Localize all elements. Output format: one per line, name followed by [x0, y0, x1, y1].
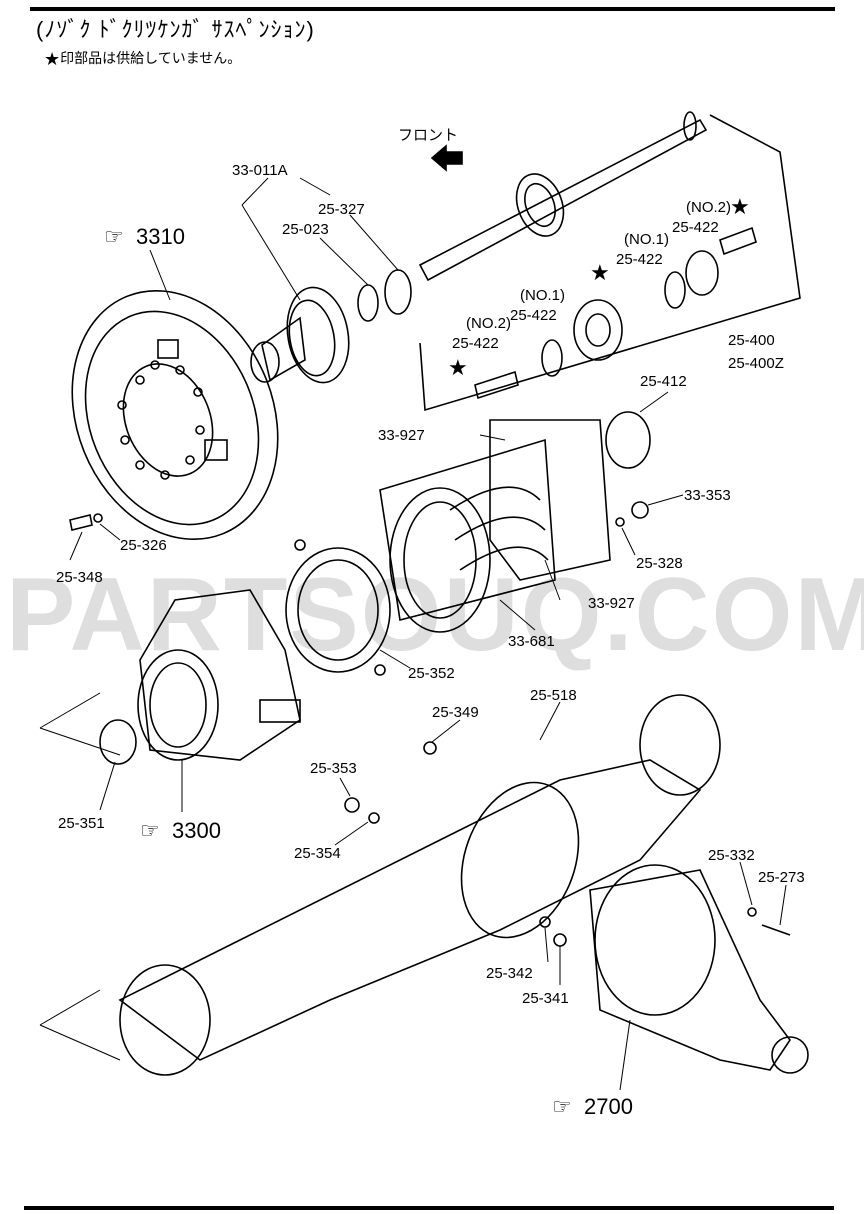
top-border-line	[30, 7, 835, 11]
kit-parts	[474, 226, 757, 400]
label-no2-mid: (NO.2)	[466, 315, 511, 332]
label-33-927-a: 33-927	[378, 427, 425, 444]
label-25-023: 25-023	[282, 221, 329, 238]
star-icon: ★	[730, 194, 750, 219]
ring-25-327	[384, 269, 412, 315]
reference-pointers: ☞ 3310 ☞ 3300 ☞ 2700	[104, 224, 633, 1119]
label-33-681: 33-681	[508, 633, 555, 650]
supply-note: ★印部品は供給していません。	[44, 48, 241, 70]
front-label: フロント	[398, 127, 458, 144]
pointing-hand-icon: ☞	[552, 1094, 572, 1119]
label-25-273: 25-273	[758, 869, 805, 886]
front-arrow-icon	[430, 144, 463, 172]
leader-lines	[39, 177, 787, 1091]
gasket-33-927	[489, 419, 611, 581]
ring-25-023	[357, 284, 379, 322]
label-25-422-a: 25-422	[672, 219, 719, 236]
brake-backing-plate	[71, 289, 279, 541]
label-25-518: 25-518	[530, 687, 577, 704]
label-33-927-b: 33-927	[588, 595, 635, 612]
label-25-400z: 25-400Z	[728, 355, 784, 372]
label-33-353: 33-353	[684, 487, 731, 504]
diagram-title: (ﾉｿﾞｸ ﾄﾞｸﾘﾂｹﾝｶﾞ ｻｽﾍﾟﾝｼｮﾝ)	[36, 17, 315, 42]
label-25-332: 25-332	[708, 847, 755, 864]
label-25-351: 25-351	[58, 815, 105, 832]
ref-3300: 3300	[172, 818, 221, 843]
label-25-352: 25-352	[408, 665, 455, 682]
star-markers: ★ ★ ★	[448, 194, 750, 380]
ref-2700: 2700	[584, 1094, 633, 1119]
label-25-422-b: 25-422	[616, 251, 663, 268]
pointing-hand-icon: ☞	[104, 224, 124, 249]
kit-bracket-lines	[419, 114, 801, 412]
ref-3310: 3310	[136, 224, 185, 249]
star-icon: ★	[448, 355, 468, 380]
label-no2-top: (NO.2)	[686, 199, 731, 216]
label-25-348: 25-348	[56, 569, 103, 586]
retainer-25-352	[285, 539, 391, 676]
label-25-349: 25-349	[432, 704, 479, 721]
label-25-326: 25-326	[120, 537, 167, 554]
label-no1-mid: (NO.1)	[520, 287, 565, 304]
label-25-342: 25-342	[486, 965, 533, 982]
knuckle-3300	[137, 589, 301, 761]
boot-33-681	[379, 438, 556, 633]
star-icon: ★	[44, 49, 61, 69]
label-33-011a: 33-011A	[232, 162, 288, 179]
label-25-400: 25-400	[728, 332, 775, 349]
star-icon: ★	[590, 260, 610, 285]
axle-housing-25-518	[118, 694, 721, 1076]
label-25-422-d: 25-422	[452, 335, 499, 352]
differential-2700	[589, 864, 809, 1074]
pointing-hand-icon: ☞	[140, 818, 160, 843]
label-25-422-c: 25-422	[510, 307, 557, 324]
label-25-328: 25-328	[636, 555, 683, 572]
drive-shaft	[418, 111, 708, 282]
supply-note-text: 印部品は供給していません。	[60, 50, 242, 66]
part-labels: 33-011A 25-327 25-023 (NO.2) 25-422 (NO.…	[56, 162, 805, 1007]
ring-25-412	[605, 411, 651, 469]
watermark: PARTSOUQ.COM	[6, 557, 864, 673]
label-25-327: 25-327	[318, 201, 365, 218]
bottom-border-line	[24, 1206, 834, 1210]
label-no1-top: (NO.1)	[624, 231, 669, 248]
label-25-354: 25-354	[294, 845, 341, 862]
seal-25-351	[99, 719, 137, 765]
hub-33-011a	[250, 286, 350, 384]
label-25-341: 25-341	[522, 990, 569, 1007]
label-25-412: 25-412	[640, 373, 687, 390]
label-25-353: 25-353	[310, 760, 357, 777]
